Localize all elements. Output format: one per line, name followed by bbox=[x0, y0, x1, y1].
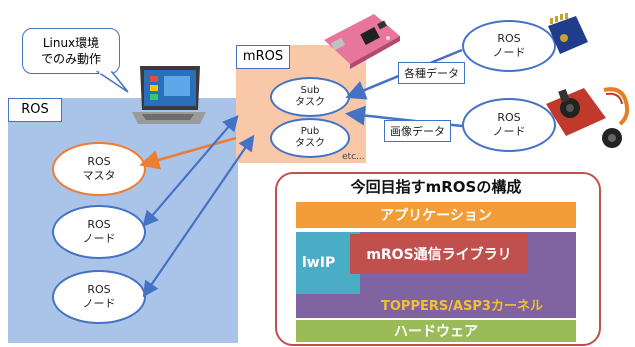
sub-task-line1: Sub bbox=[300, 85, 320, 96]
board-image bbox=[324, 14, 400, 69]
ros-node-right-1: ROS ノード bbox=[462, 20, 556, 72]
pub-task-node: Pub タスク bbox=[270, 118, 350, 158]
ros-node-left-2-line2: ノード bbox=[82, 297, 116, 310]
ros-master-line1: ROS bbox=[87, 155, 111, 168]
linux-callout-line1: Linux環境 bbox=[42, 36, 100, 50]
laptop-image bbox=[132, 66, 206, 124]
linux-callout: Linux環境 でのみ動作 bbox=[22, 28, 120, 74]
ros-node-left-1: ROS ノード bbox=[52, 205, 146, 259]
layer-rtos: TOPPERS/ASP3カーネル bbox=[381, 298, 543, 314]
pub-task-line1: Pub bbox=[300, 126, 320, 137]
mros-panel-title: mROS bbox=[236, 45, 290, 69]
ros-panel-title: ROS bbox=[8, 98, 62, 122]
camera-image bbox=[546, 87, 630, 148]
arrow-node-left-1-to-mros bbox=[144, 114, 239, 225]
arch-title: 今回目指すmROSの構成 bbox=[350, 178, 522, 196]
ros-node-right-2-line1: ROS bbox=[497, 111, 521, 124]
layer-hardware: ハードウェア bbox=[296, 320, 576, 342]
ros-master-node: ROS マスタ bbox=[52, 142, 146, 196]
layer-mros-lib: mROS通信ライブラリ bbox=[350, 234, 528, 274]
ros-node-right-1-line2: ノード bbox=[492, 46, 526, 59]
imu-sensor-image bbox=[548, 13, 588, 54]
ros-node-right-2-line2: ノード bbox=[492, 125, 526, 138]
ros-node-right-2: ROS ノード bbox=[462, 98, 556, 152]
layer-lwip-low bbox=[296, 294, 360, 318]
layer-lwip: lwIP bbox=[296, 232, 360, 294]
ros-node-left-2: ROS ノード bbox=[52, 270, 146, 324]
ros-node-left-1-line1: ROS bbox=[87, 218, 111, 231]
edge-label-data: 各種データ bbox=[398, 62, 465, 84]
ros-master-line2: マスタ bbox=[82, 169, 116, 182]
ros-node-left-2-line1: ROS bbox=[87, 283, 111, 296]
layer-application: アプリケーション bbox=[296, 202, 576, 228]
ros-node-right-1-line1: ROS bbox=[497, 32, 521, 45]
arrow-mros-to-master bbox=[139, 136, 237, 170]
arrow-mros-to-node-left-2 bbox=[142, 137, 253, 298]
etc-label: etc... bbox=[342, 152, 365, 162]
sub-task-line2: タスク bbox=[295, 97, 325, 108]
edge-label-image: 画像データ bbox=[384, 120, 451, 142]
ros-node-left-1-line2: ノード bbox=[82, 232, 116, 245]
linux-callout-line2: でのみ動作 bbox=[40, 52, 101, 66]
pub-task-line2: タスク bbox=[295, 138, 325, 149]
